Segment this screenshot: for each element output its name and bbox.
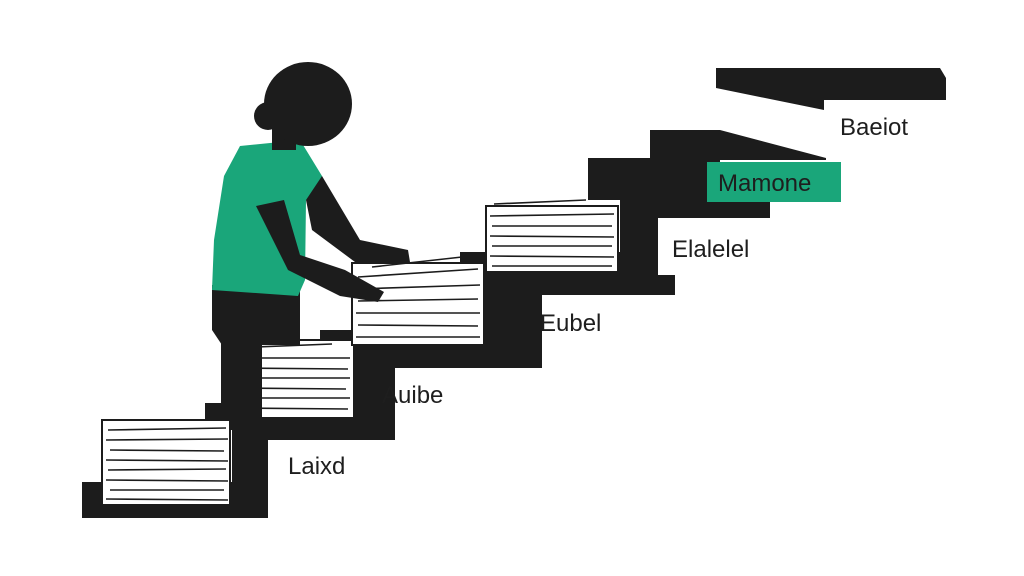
paper-stacks: [101, 199, 619, 506]
step-top: [716, 68, 946, 110]
step-4: [460, 252, 675, 345]
step-label-4: Elalelel: [672, 236, 749, 263]
paper-stack-icon: [485, 199, 619, 273]
person-sorting-papers-icon: [212, 62, 410, 420]
step-label-5: Mamone: [718, 170, 811, 197]
highlight-box: [707, 162, 841, 202]
step-5: [588, 158, 770, 275]
step-label-3: Eubel: [540, 310, 601, 337]
step-labels: Laixd Auibe Eubel Elalelel Mamone Baeiot: [288, 114, 908, 480]
step-3: [320, 330, 542, 412]
paper-stack-icon: [101, 419, 231, 506]
paper-stack-icon: [351, 256, 485, 346]
step-label-2: Auibe: [382, 382, 443, 409]
step-6: [650, 130, 826, 160]
step-label-6: Baeiot: [840, 114, 908, 141]
step-label-1: Laixd: [288, 453, 345, 480]
